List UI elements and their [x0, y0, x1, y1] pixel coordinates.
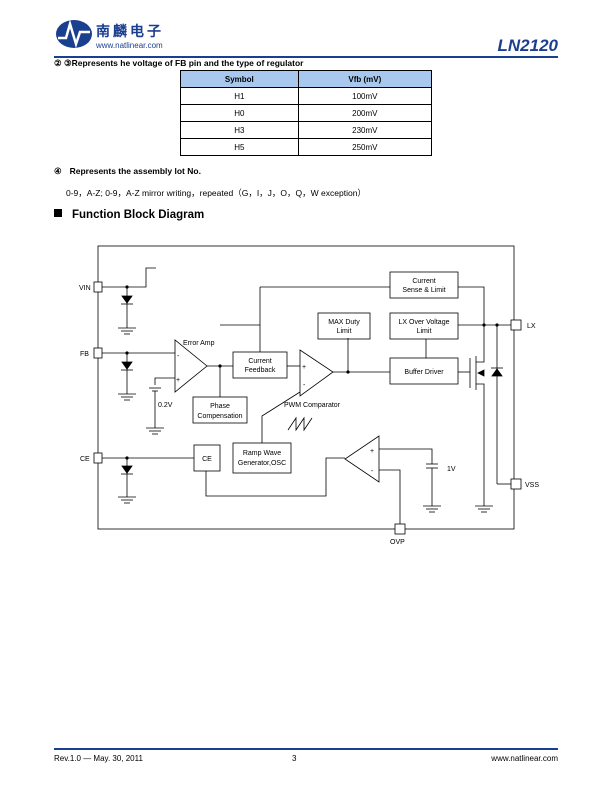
error-amp-label: Error Amp [183, 340, 215, 347]
max-duty-block [317, 312, 371, 340]
current-sense-label-1: Current [412, 278, 435, 285]
buffer-driver-label: Buffer Driver [404, 369, 444, 376]
buffer-driver-block [389, 357, 459, 385]
ovp-comparator-triangle [344, 435, 380, 483]
current-feedback-label-1: Current [248, 358, 271, 365]
footer-divider [54, 748, 558, 750]
current-feedback-label-2: Feedback [245, 367, 276, 374]
ramp-wave-label-1: Ramp Wave [243, 450, 281, 457]
fb-section-title: ② ③Represents he voltage of FB pin and t… [54, 58, 304, 68]
vin-pin [93, 281, 103, 293]
max-duty-label-2: Limit [337, 328, 352, 335]
header-website: www.natlinear.com [96, 41, 163, 50]
ce-block [193, 444, 221, 472]
lot-section-title: ④ Represents the assembly lot No. [54, 166, 201, 177]
vss-pin [510, 478, 522, 490]
sawtooth-icon [287, 416, 313, 432]
phase-compensation-label-2: Compensation [197, 413, 242, 420]
max-duty-label-1: MAX Duty [328, 319, 360, 326]
pwm-plus: + [302, 364, 306, 371]
lot-section-label: Represents the assembly lot No. [69, 166, 201, 176]
lx-overvoltage-block [389, 312, 459, 340]
lx-pin [510, 319, 522, 331]
lx-overvoltage-label-1: LX Over Voltage [399, 319, 450, 326]
pwm-comparator-triangle [299, 349, 334, 397]
fb-pin [93, 347, 103, 359]
table-row: H1 100mV [180, 87, 433, 105]
ramp-wave-block [232, 442, 292, 474]
vin-label: VIN [79, 285, 91, 292]
current-sense-label-2: Sense & Limit [402, 287, 445, 294]
table-header-row: Symbol Vfb (mV) [180, 70, 433, 88]
pwm-minus: - [303, 382, 306, 389]
ovp-plus: + [370, 448, 374, 455]
header-divider [54, 56, 558, 58]
table-cell: 250mV [297, 138, 433, 156]
block-diagram-title-text: Function Block Diagram [72, 209, 205, 221]
error-amp-plus: + [176, 377, 180, 384]
block-diagram-title: Function Block Diagram [54, 209, 204, 221]
column-header: Symbol [180, 70, 299, 88]
company-logo [56, 19, 92, 49]
ramp-wave-label-2: Generator,OSC [238, 460, 286, 467]
table-cell: 200mV [297, 104, 433, 122]
ce-pin [93, 452, 103, 464]
error-amp-minus: - [177, 353, 180, 360]
lot-description: 0-9，A-Z; 0-9，A-Z mirror writing，repeated… [66, 188, 366, 198]
current-sense-block [389, 271, 459, 299]
vfb-table: Symbol Vfb (mV) H1 100mV H0 200mV H3 230… [180, 70, 433, 156]
part-number: LN2120 [497, 36, 558, 55]
ce-block-label: CE [202, 456, 212, 463]
table-cell: 100mV [297, 87, 433, 105]
table-row: H5 250mV [180, 138, 433, 156]
ovp-pin [394, 523, 406, 535]
lx-label: LX [527, 323, 536, 330]
lx-overvoltage-label-2: Limit [417, 328, 432, 335]
footer-revision: Rev.1.0 — May. 30, 2011 [54, 754, 143, 763]
current-feedback-block [232, 351, 288, 379]
table-row: H3 230mV [180, 121, 433, 139]
ce-label: CE [80, 456, 90, 463]
phase-compensation-block [192, 396, 248, 424]
column-header: Vfb (mV) [297, 70, 433, 88]
phase-compensation-label-1: Phase [210, 403, 230, 410]
fb-label: FB [80, 351, 89, 358]
company-name: 南麟电子 [96, 23, 164, 39]
footer-page-number: 3 [292, 754, 297, 763]
error-amp-triangle [174, 339, 208, 393]
table-row: H0 200mV [180, 104, 433, 122]
chip-outline [97, 245, 515, 530]
reference-voltage-label: 0.2V [158, 402, 173, 409]
square-bullet-icon [54, 209, 62, 217]
ovp-reference-label: 1V [447, 466, 456, 473]
ovp-label: OVP [390, 539, 405, 546]
footer-website: www.natlinear.com [491, 754, 558, 763]
pwm-comparator-label: PWM Comparator [284, 402, 341, 409]
ovp-minus: - [371, 468, 374, 475]
table-cell: 230mV [297, 121, 433, 139]
vss-label: VSS [525, 482, 539, 489]
lot-section-number: ④ [54, 166, 62, 176]
